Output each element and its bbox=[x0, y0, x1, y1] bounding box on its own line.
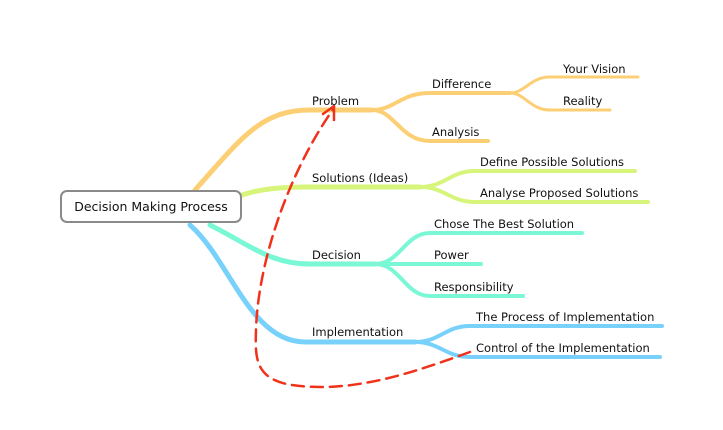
topic-control-of-implementation[interactable]: Control of the Implementation bbox=[476, 341, 650, 355]
topic-analysis[interactable]: Analysis bbox=[432, 125, 480, 139]
topic-analyse-proposed-solutions[interactable]: Analyse Proposed Solutions bbox=[480, 186, 639, 200]
topic-power[interactable]: Power bbox=[434, 248, 469, 262]
topic-problem[interactable]: Problem bbox=[312, 94, 360, 108]
implementation-branch-lines bbox=[187, 222, 664, 359]
topic-difference[interactable]: Difference bbox=[432, 77, 492, 91]
topic-reality[interactable]: Reality bbox=[563, 94, 603, 108]
topic-process-of-implementation[interactable]: The Process of Implementation bbox=[476, 310, 655, 324]
topic-solutions[interactable]: Solutions (Ideas) bbox=[312, 171, 409, 185]
topic-implementation[interactable]: Implementation bbox=[312, 325, 404, 339]
decision-branch-lines bbox=[207, 222, 584, 298]
topic-define-possible-solutions[interactable]: Define Possible Solutions bbox=[480, 155, 624, 169]
topic-chose-best-solution[interactable]: Chose The Best Solution bbox=[434, 217, 575, 231]
relationship-arrow bbox=[254, 104, 472, 389]
solutions-branch-lines bbox=[239, 169, 650, 204]
central-topic-label: Decision Making Process bbox=[74, 199, 228, 214]
topic-responsibility[interactable]: Responsibility bbox=[434, 280, 514, 294]
problem-branch-lines bbox=[192, 75, 640, 193]
topic-decision[interactable]: Decision bbox=[312, 248, 361, 262]
topic-your-vision[interactable]: Your Vision bbox=[563, 62, 626, 76]
central-topic[interactable]: Decision Making Process bbox=[60, 190, 242, 223]
